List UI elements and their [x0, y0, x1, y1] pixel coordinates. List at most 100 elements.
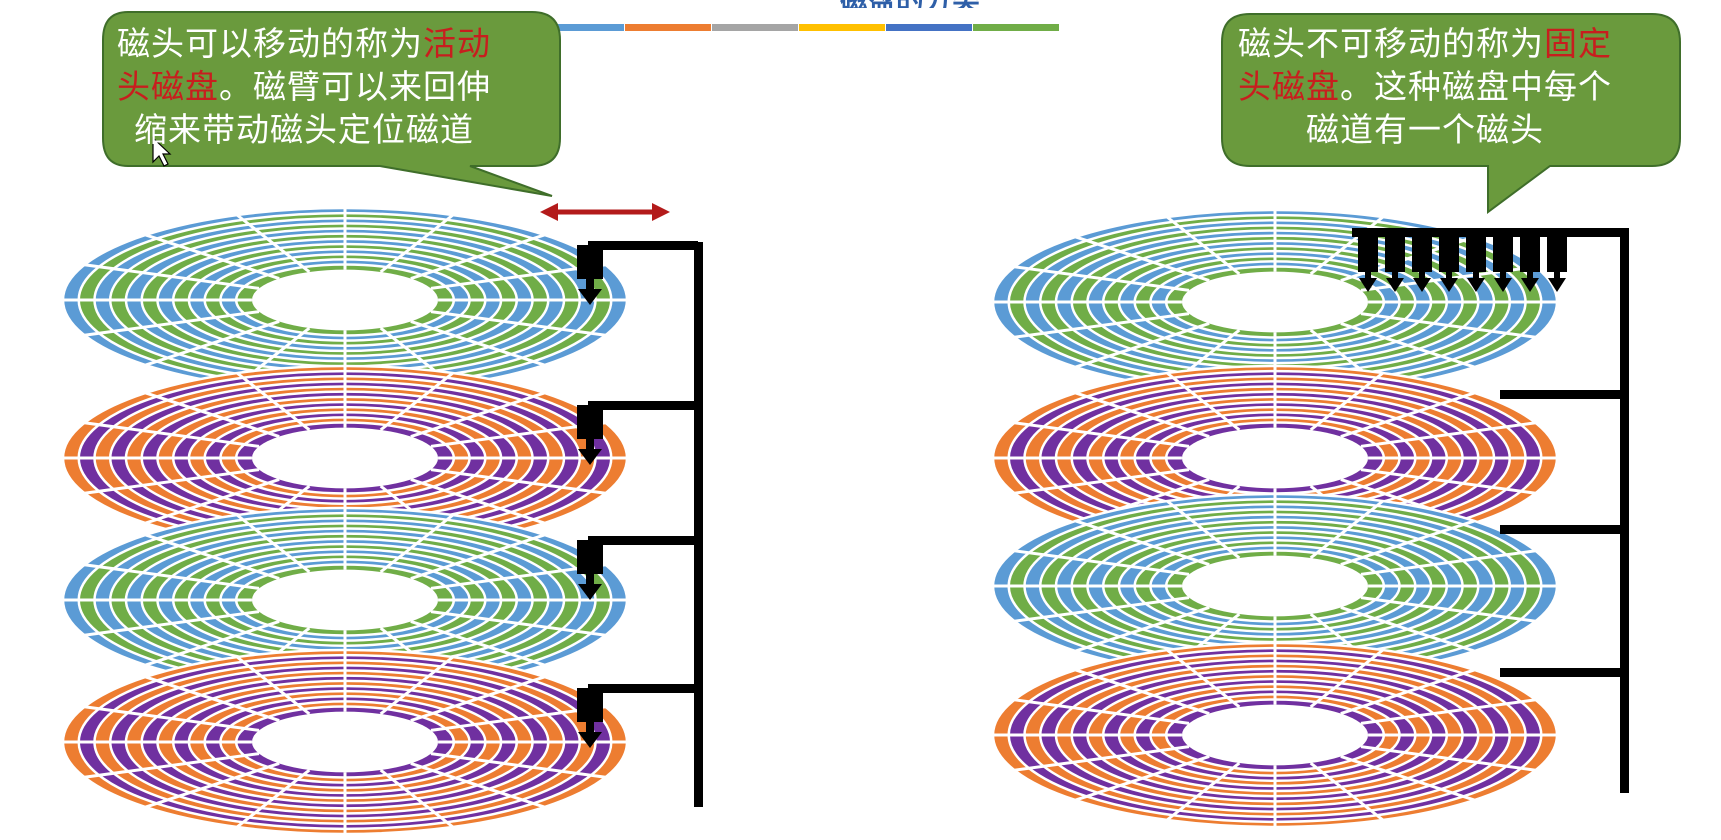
fixed-arm-top-bar [1352, 228, 1629, 237]
fixed-platter-1-sector-line [1014, 312, 1190, 339]
fixed-platter-1-sector-line [1075, 235, 1210, 282]
movable-head-1-body [577, 245, 603, 279]
movable-platter-3-sector-line [379, 513, 454, 574]
fixed-head-tip [1359, 278, 1377, 292]
fixed-head-stack [991, 208, 1629, 829]
movable-platter-1-sector-line [84, 263, 260, 290]
movable-head-4-stem [586, 718, 594, 736]
fixed-platter-3-sector-line [1075, 519, 1210, 566]
movable-head-4-body [577, 688, 603, 722]
fixed-platter-3-sector-line [1309, 499, 1384, 560]
fixed-head-stem [1392, 268, 1398, 282]
movable-platter-1-sector-line [145, 233, 280, 280]
callout-movable-line1-highlight: 活动 [423, 24, 491, 63]
movable-platter-2-sector-line [410, 391, 545, 438]
movable-arm-spine [694, 242, 703, 807]
movable-platter-3 [61, 506, 629, 694]
fixed-platter-2-spindle-hole [1181, 427, 1369, 489]
movable-platter-3-sector-line [145, 533, 280, 580]
fixed-platter-1-sector-line [1166, 215, 1241, 276]
movable-platter-1-sector-line [430, 263, 606, 290]
movable-head-1 [577, 245, 603, 305]
legend-bar-yellow [799, 24, 885, 31]
fixed-head-stem [1419, 268, 1425, 282]
fixed-head-body [1493, 232, 1513, 272]
fixed-head-body [1439, 232, 1459, 272]
movable-platter-3-sector-line [145, 620, 280, 667]
fixed-platter-2-sector-line [1360, 421, 1536, 448]
fixed-platter-2-sector-line [1014, 468, 1190, 495]
fixed-head-2 [1385, 232, 1405, 292]
fixed-platter-1-sector-line [1075, 322, 1210, 369]
movable-platter-1-sector-line [430, 310, 606, 337]
movable-platter-3-sector-line [84, 563, 260, 590]
fixed-platter-3-sector-line [1014, 549, 1190, 576]
fixed-platter-4-sector-line [1340, 668, 1475, 715]
fixed-platter-4-sector-line [1360, 745, 1536, 772]
movable-platter-3-sector-line [84, 610, 260, 637]
callout-fixed-line2: 。这种磁盘中每个 [1340, 67, 1612, 106]
movable-head-3-tip [578, 584, 602, 600]
fixed-platter-4-sector-line [1075, 668, 1210, 715]
fixed-head-1 [1358, 232, 1378, 292]
fixed-platter-4-sector-line [1340, 755, 1475, 802]
movable-head-1-tip [578, 289, 602, 305]
movable-platter-4-sector-line [430, 705, 606, 732]
fixed-head-tip [1440, 278, 1458, 292]
fixed-head-7 [1520, 232, 1540, 292]
movable-head-2-tip [578, 449, 602, 465]
movable-platter-4-sector-line [410, 762, 545, 809]
fixed-platter-1-sector-line [1360, 312, 1536, 339]
fixed-platter-3-sector-line [1166, 499, 1241, 560]
fixed-platter-4-sector-line [1360, 698, 1536, 725]
fixed-head-stem [1554, 268, 1560, 282]
movable-platter-3-spindle-hole [251, 569, 439, 631]
fixed-platter-3-sector-line [1360, 596, 1536, 623]
movable-platter-2-sector-line [145, 391, 280, 438]
callout-fixed-line2-highlight: 头磁盘 [1238, 67, 1340, 106]
fixed-head-body [1547, 232, 1567, 272]
movable-platter-3-sector-line [410, 533, 545, 580]
fixed-platter-2 [991, 364, 1559, 552]
fixed-head-tip [1548, 278, 1566, 292]
fixed-head-tip [1494, 278, 1512, 292]
callout-movable-line2: 。磁臂可以来回伸 [219, 67, 491, 106]
fixed-head-body [1412, 232, 1432, 272]
callout-fixed-line3: 磁道有一个磁头 [1306, 110, 1544, 149]
fixed-head-tip [1386, 278, 1404, 292]
callout-movable-line2-highlight: 头磁盘 [117, 67, 219, 106]
movable-head-2-stem [586, 435, 594, 453]
movable-platter-4-sector-line [145, 675, 280, 722]
callout-fixed-bubble [1221, 13, 1681, 214]
movable-platter-2-sector-line [430, 421, 606, 448]
fixed-head-tip [1413, 278, 1431, 292]
movable-platter-2-sector-line [430, 468, 606, 495]
fixed-platter-3-sector-line [1360, 549, 1536, 576]
slide-title: 磁盘的分类 [760, 0, 1060, 8]
callout-shapes [102, 11, 1681, 214]
movable-platter-1-spindle-hole [251, 269, 439, 331]
movable-platter-1-sector-line [236, 213, 311, 274]
callout-movable-text: 磁头可以移动的称为活动 头磁盘。磁臂可以来回伸 缩来带动磁头定位磁道 [104, 22, 504, 151]
movable-platter-4-sector-line [84, 705, 260, 732]
fixed-platter-3-sector-line [1075, 606, 1210, 653]
fixed-arm-bar-4 [1500, 668, 1628, 677]
movable-platter-2-sector-line [379, 371, 454, 432]
legend-bar-darkblue [886, 24, 972, 31]
movable-head-3 [577, 540, 603, 600]
fixed-platter-1-sector-line [1014, 265, 1190, 292]
fixed-head-5 [1466, 232, 1486, 292]
fixed-head-body [1358, 232, 1378, 272]
movable-platter-3-sector-line [430, 563, 606, 590]
callout-movable-line1: 磁头可以移动的称为 [117, 24, 423, 63]
fixed-platter-4-sector-line [1166, 648, 1241, 709]
callout-fixed-text: 磁头不可移动的称为固定 头磁盘。这种磁盘中每个 磁道有一个磁头 [1225, 22, 1625, 151]
fixed-platter-3-sector-line [1014, 596, 1190, 623]
fixed-arm-spine [1620, 228, 1629, 793]
movable-platter-1-sector-line [379, 213, 454, 274]
legend-bar-green [973, 24, 1059, 31]
fixed-platter-2-sector-line [1166, 371, 1241, 432]
callout-movable-bubble [102, 11, 561, 197]
movable-platter-4-sector-line [236, 655, 311, 716]
